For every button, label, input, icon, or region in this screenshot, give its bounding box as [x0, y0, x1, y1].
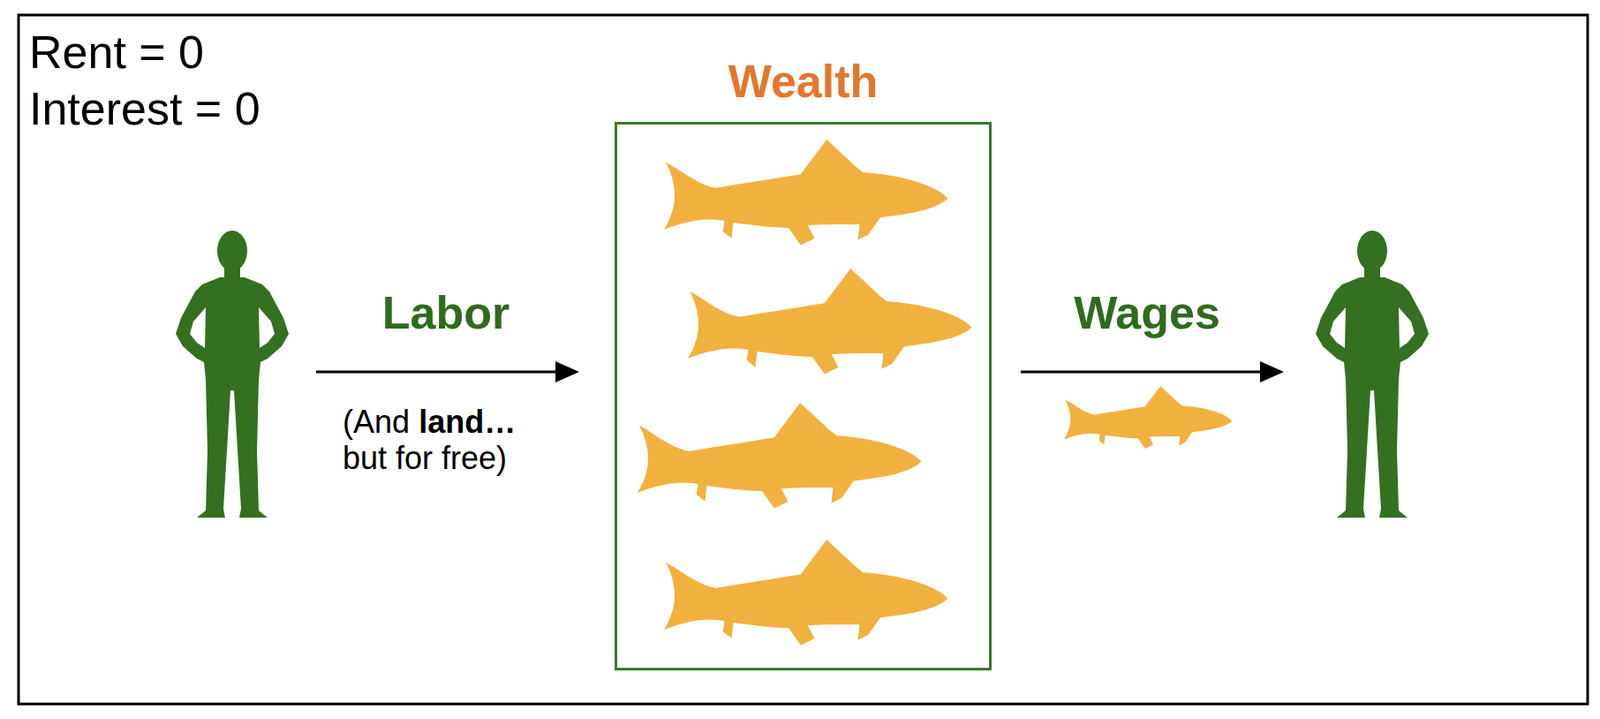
- note-text: Rent = 0: [29, 29, 204, 76]
- person-figure: [175, 230, 289, 518]
- arrow-label: Labor: [382, 289, 510, 336]
- note-text: Interest = 0: [29, 85, 261, 132]
- arrow-note: land…: [418, 406, 516, 438]
- arrow-head: [1260, 361, 1284, 383]
- fish-icon: [687, 268, 972, 375]
- flow-arrow: [316, 370, 559, 374]
- fish-icon: [637, 402, 921, 509]
- fish-icon: [1064, 385, 1232, 449]
- arrow-note: (And: [342, 406, 410, 438]
- outer-frame: [18, 15, 1588, 704]
- wealth-box: Wealth: [614, 121, 992, 671]
- arrow-label: Wages: [1073, 289, 1221, 336]
- person-figure: [1315, 230, 1429, 518]
- fish-icon: [664, 139, 948, 246]
- node-heading: Wealth: [728, 58, 879, 105]
- arrow-head: [555, 361, 580, 383]
- fish-icon: [664, 539, 948, 646]
- arrow-note: but for free): [342, 442, 507, 475]
- flow-arrow: [1020, 370, 1263, 374]
